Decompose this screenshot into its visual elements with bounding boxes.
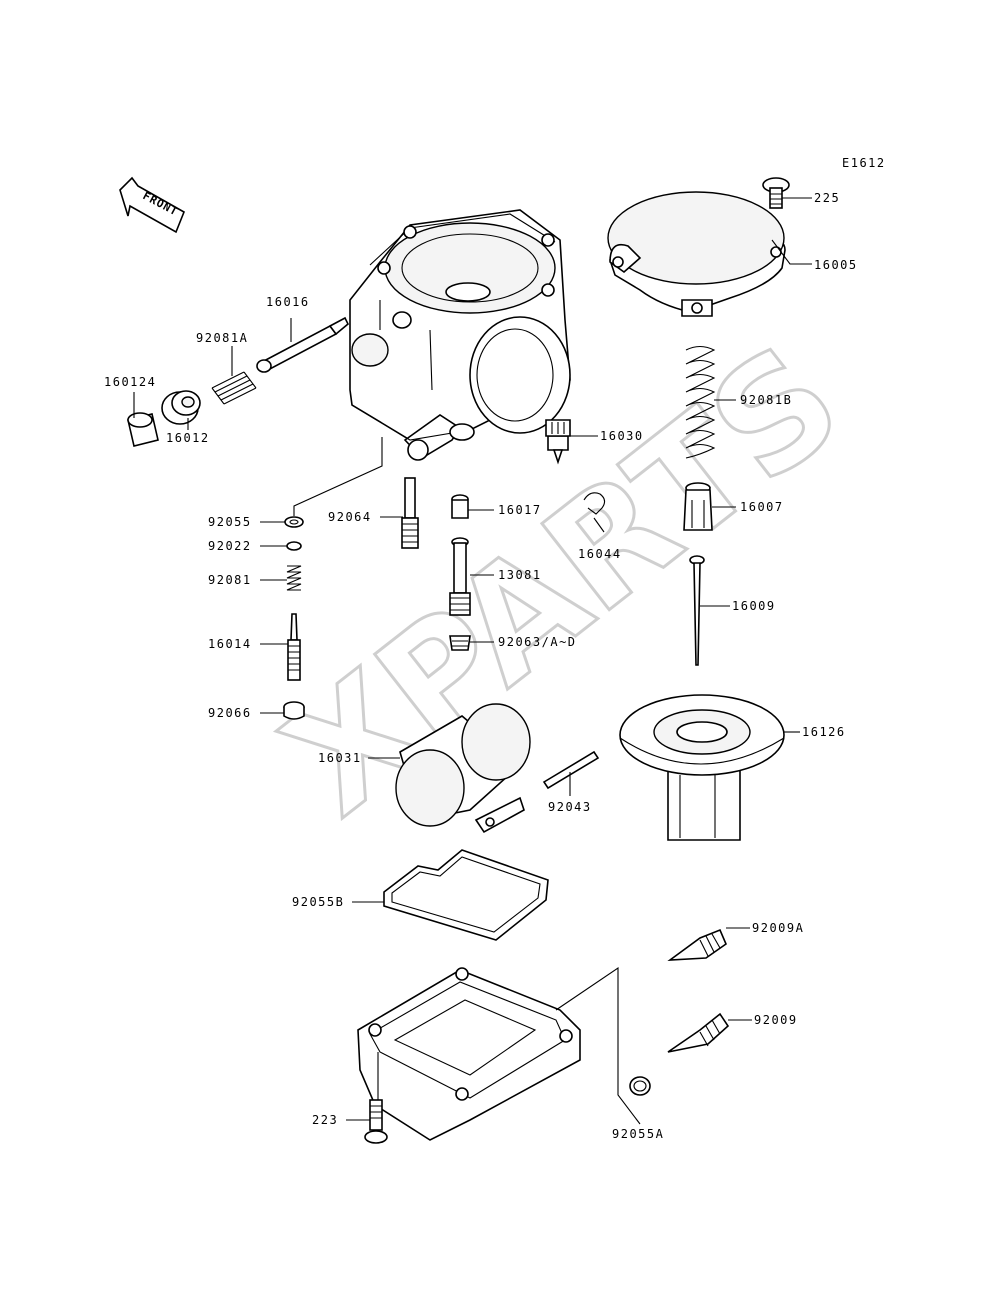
washer-92022 <box>286 541 302 551</box>
diagram-code: E1612 <box>842 156 886 170</box>
label-92081a: 92081A <box>196 331 248 345</box>
label-223: 223 <box>312 1113 338 1127</box>
pilot-screw-16014 <box>287 613 301 681</box>
oring-92055 <box>284 516 304 528</box>
callout-labels: 225 16005 16016 92081A 160124 16012 9208… <box>104 191 858 1141</box>
main-jet-92063 <box>449 635 471 651</box>
plunger-16016 <box>256 316 349 373</box>
screw-92009 <box>667 1012 730 1053</box>
label-16012: 16012 <box>166 431 210 445</box>
label-92022: 92022 <box>208 539 252 553</box>
nut-16012 <box>161 390 201 425</box>
label-92009: 92009 <box>754 1013 798 1027</box>
float-valve-16030 <box>545 419 571 465</box>
label-16031: 16031 <box>318 751 362 765</box>
label-92009a: 92009A <box>752 921 804 935</box>
label-92063: 92063/A~D <box>498 635 577 649</box>
label-16014: 16014 <box>208 637 252 651</box>
label-16017: 16017 <box>498 503 542 517</box>
jet-needle-16009 <box>689 555 705 666</box>
carburetor-body <box>349 209 571 461</box>
label-92055b: 92055B <box>292 895 344 909</box>
float-16031 <box>395 703 531 834</box>
label-225: 225 <box>814 191 840 205</box>
label-92066: 92066 <box>208 706 252 720</box>
clip-16044 <box>583 492 606 515</box>
label-16126: 16126 <box>802 725 846 739</box>
front-arrow-icon: FRONT <box>119 176 186 234</box>
label-92064: 92064 <box>328 510 372 524</box>
label-16016: 16016 <box>266 295 310 309</box>
label-92055a: 92055A <box>612 1127 664 1141</box>
screw-223 <box>364 1099 388 1144</box>
jet-16017 <box>451 494 469 519</box>
label-92055: 92055 <box>208 515 252 529</box>
label-92081: 92081 <box>208 573 252 587</box>
gasket-92055b <box>383 849 549 941</box>
leader-lines <box>133 197 812 1125</box>
top-cover <box>607 191 786 317</box>
spring-92081b <box>685 345 716 459</box>
label-16007: 16007 <box>740 500 784 514</box>
pin-92043 <box>542 750 600 790</box>
label-16005: 16005 <box>814 258 858 272</box>
cap-160124 <box>127 412 159 447</box>
label-16044: 16044 <box>578 547 622 561</box>
oring-92055a <box>629 1076 651 1096</box>
screw-225 <box>762 177 790 209</box>
needle-holder-16007 <box>683 482 713 531</box>
pilot-jet-92064 <box>401 477 419 549</box>
screw-92009a <box>667 928 727 961</box>
vacuum-piston-16126 <box>619 694 785 841</box>
label-92081b: 92081B <box>740 393 792 407</box>
needle-jet-13081 <box>449 537 471 616</box>
label-16030: 16030 <box>600 429 644 443</box>
label-13081: 13081 <box>498 568 542 582</box>
label-160124: 160124 <box>104 375 156 389</box>
label-92043: 92043 <box>548 800 592 814</box>
float-bowl <box>357 967 581 1141</box>
spring-92081 <box>286 565 302 591</box>
cap-92066 <box>283 701 305 720</box>
spring-92081a <box>211 371 257 405</box>
label-16009: 16009 <box>732 599 776 613</box>
